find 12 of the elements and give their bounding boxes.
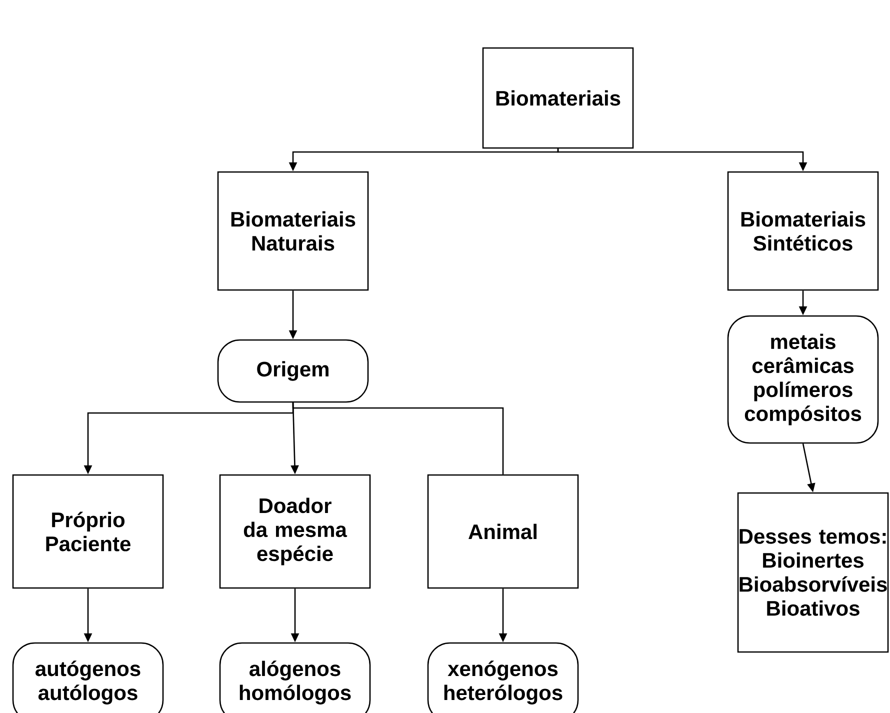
process-box: Desses temos: Bioinertes Bioabsorvíveis Bioativos bbox=[737, 492, 889, 653]
process-box: Biomateriais Naturais bbox=[217, 171, 369, 291]
process-box: Biomateriais bbox=[482, 47, 634, 149]
rounded-box: metais cerâmicas polímeros compósitos bbox=[727, 315, 879, 444]
process-box: Doador da mesma espécie bbox=[219, 474, 371, 589]
rounded-box: autógenos autólogos bbox=[12, 642, 164, 713]
process-box: Animal bbox=[427, 474, 579, 589]
rounded-box: xenógenos heterólogos bbox=[427, 642, 579, 713]
process-box: Biomateriais Sintéticos bbox=[727, 171, 879, 291]
process-box: Próprio Paciente bbox=[12, 474, 164, 589]
rounded-box: alógenos homólogos bbox=[219, 642, 371, 713]
rounded-box: Origem bbox=[217, 339, 369, 403]
